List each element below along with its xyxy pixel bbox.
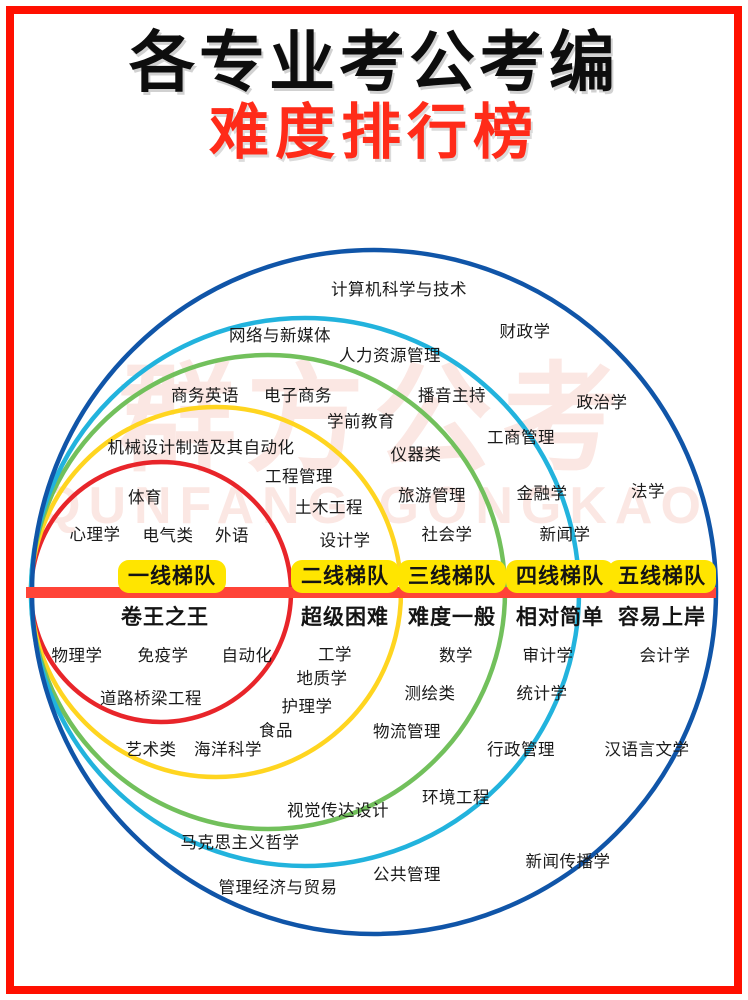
- title-line-secondary: 难度排行榜: [209, 98, 539, 169]
- tier-description-1: 卷王之王: [121, 605, 209, 629]
- tier-badge-1[interactable]: 一线梯队: [118, 560, 226, 594]
- tier-description-2: 超级困难: [301, 605, 389, 629]
- tier-badge-2[interactable]: 二线梯队: [291, 560, 399, 594]
- title-line-primary: 各专业考公考编: [129, 24, 619, 101]
- tier-badge-3[interactable]: 三线梯队: [398, 560, 506, 594]
- tier-description-4: 相对简单: [516, 605, 604, 629]
- tier-description-3: 难度一般: [408, 605, 496, 629]
- page-title: 各专业考公考编 难度排行榜: [0, 28, 748, 166]
- tier-badge-5[interactable]: 五线梯队: [608, 560, 716, 594]
- tier-badge-4[interactable]: 四线梯队: [506, 560, 614, 594]
- tier-description-5: 容易上岸: [618, 605, 706, 629]
